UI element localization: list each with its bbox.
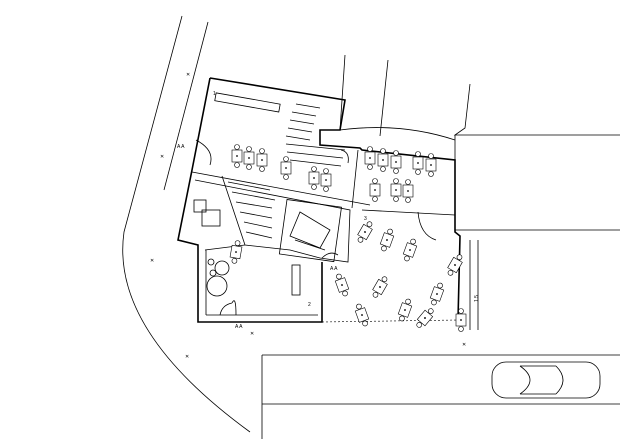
- table-with-chairs: [447, 254, 463, 276]
- table-with-chairs: [320, 168, 332, 192]
- section-mark: A A: [330, 266, 338, 272]
- table-with-chairs: [390, 178, 402, 202]
- room-label-1: 1: [213, 91, 216, 97]
- svg-text:✕: ✕: [150, 258, 154, 264]
- table-with-chairs: [372, 276, 388, 298]
- table-with-chairs: [379, 228, 395, 252]
- table-with-chairs: [364, 146, 376, 170]
- table-with-chairs: [402, 238, 418, 262]
- staircase-core: [278, 199, 342, 263]
- svg-text:✕: ✕: [250, 331, 254, 337]
- table-with-chairs: [231, 144, 243, 168]
- parking-strip: [261, 354, 620, 439]
- table-with-chairs: [229, 240, 243, 264]
- table-with-chairs: [416, 308, 434, 328]
- doors: [195, 139, 437, 316]
- table-with-chairs: [354, 303, 370, 327]
- svg-text:✕: ✕: [160, 154, 164, 160]
- room-label-2: 2: [308, 302, 311, 308]
- table-with-chairs: [334, 273, 350, 297]
- table-with-chairs: [390, 150, 402, 174]
- table-with-chairs: [425, 153, 437, 177]
- table-with-chairs: [243, 146, 255, 170]
- svg-text:✕: ✕: [186, 72, 190, 78]
- section-mark: A A: [235, 324, 243, 330]
- street-curb: [122, 15, 251, 433]
- table-with-chairs: [412, 151, 424, 175]
- car-icon: [491, 361, 601, 399]
- tiered-seating: [227, 181, 276, 239]
- room-label-3: 3: [364, 216, 367, 222]
- building-walls: [177, 77, 461, 323]
- table-with-chairs: [357, 221, 373, 243]
- table-with-chairs: [280, 156, 292, 180]
- section-mark: A A: [177, 144, 185, 150]
- table-with-chairs: [455, 308, 467, 332]
- table-with-chairs: [256, 148, 268, 172]
- furniture: [193, 92, 467, 332]
- table-with-chairs: [308, 166, 320, 190]
- table-with-chairs: [377, 148, 389, 172]
- table-with-chairs: [369, 178, 381, 202]
- dimension-label: 1.5: [474, 295, 480, 302]
- staircase-upper: [285, 103, 346, 167]
- svg-text:✕: ✕: [185, 354, 189, 360]
- table-with-chairs: [429, 282, 445, 306]
- svg-text:✕: ✕: [462, 342, 466, 348]
- table-with-chairs: [402, 179, 414, 203]
- table-with-chairs: [397, 298, 413, 322]
- people-icons: ✕ ✕ ✕ ✕ ✕ ✕: [150, 72, 466, 360]
